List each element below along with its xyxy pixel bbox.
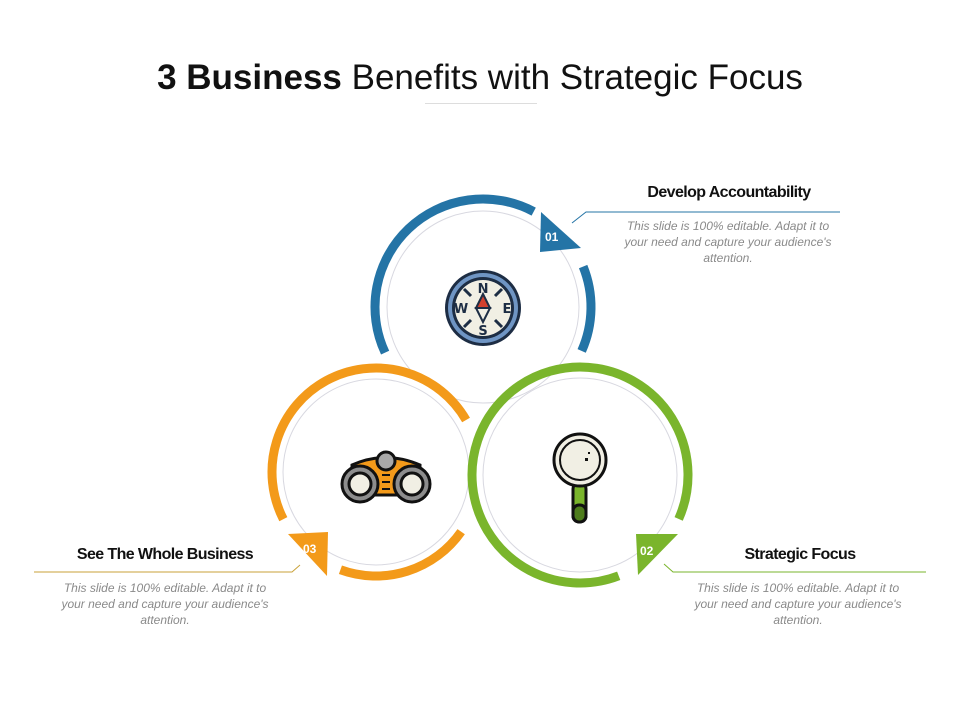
ring-arc-02 (467, 362, 693, 588)
badge-number: 03 (303, 542, 317, 556)
ring-arc-01 (370, 194, 536, 355)
badge-number: 01 (545, 230, 559, 244)
ring-arc-03 (267, 363, 470, 522)
title-rest: Benefits with Strategic Focus (341, 58, 803, 97)
slide-title: 3 Business Benefits with Strategic Focus (0, 58, 960, 98)
heading-02: Strategic Focus (744, 546, 856, 563)
inner-ring-01 (386, 210, 580, 404)
description-03: This slide is 100% editable. Adapt it to… (61, 581, 269, 627)
compass-icon: N E S W (445, 270, 521, 346)
magnifier-icon (552, 432, 608, 524)
compass-w: W (454, 302, 468, 317)
badge-01: 01 (540, 212, 581, 252)
description-02: This slide is 100% editable. Adapt it to… (694, 581, 902, 627)
badge-03: 03 (288, 532, 328, 576)
badge-02: 02 (636, 534, 678, 575)
compass-s: S (478, 324, 487, 339)
heading-03: See The Whole Business (76, 546, 254, 563)
compass-n: N (478, 282, 489, 297)
leader-line-03 (34, 564, 301, 573)
ring-arc-03 (338, 529, 465, 581)
ring-arc-01 (577, 264, 596, 353)
title-divider (425, 103, 537, 104)
description-01: This slide is 100% editable. Adapt it to… (624, 219, 832, 265)
binoculars-icon (340, 450, 432, 504)
leader-line-01 (571, 211, 840, 224)
heading-01: Develop Accountability (647, 184, 811, 201)
title-bold: 3 Business (157, 58, 342, 97)
compass-e: E (503, 302, 512, 317)
badge-number: 02 (640, 544, 654, 558)
inner-ring-02 (482, 377, 678, 573)
leader-line-02 (663, 563, 926, 573)
